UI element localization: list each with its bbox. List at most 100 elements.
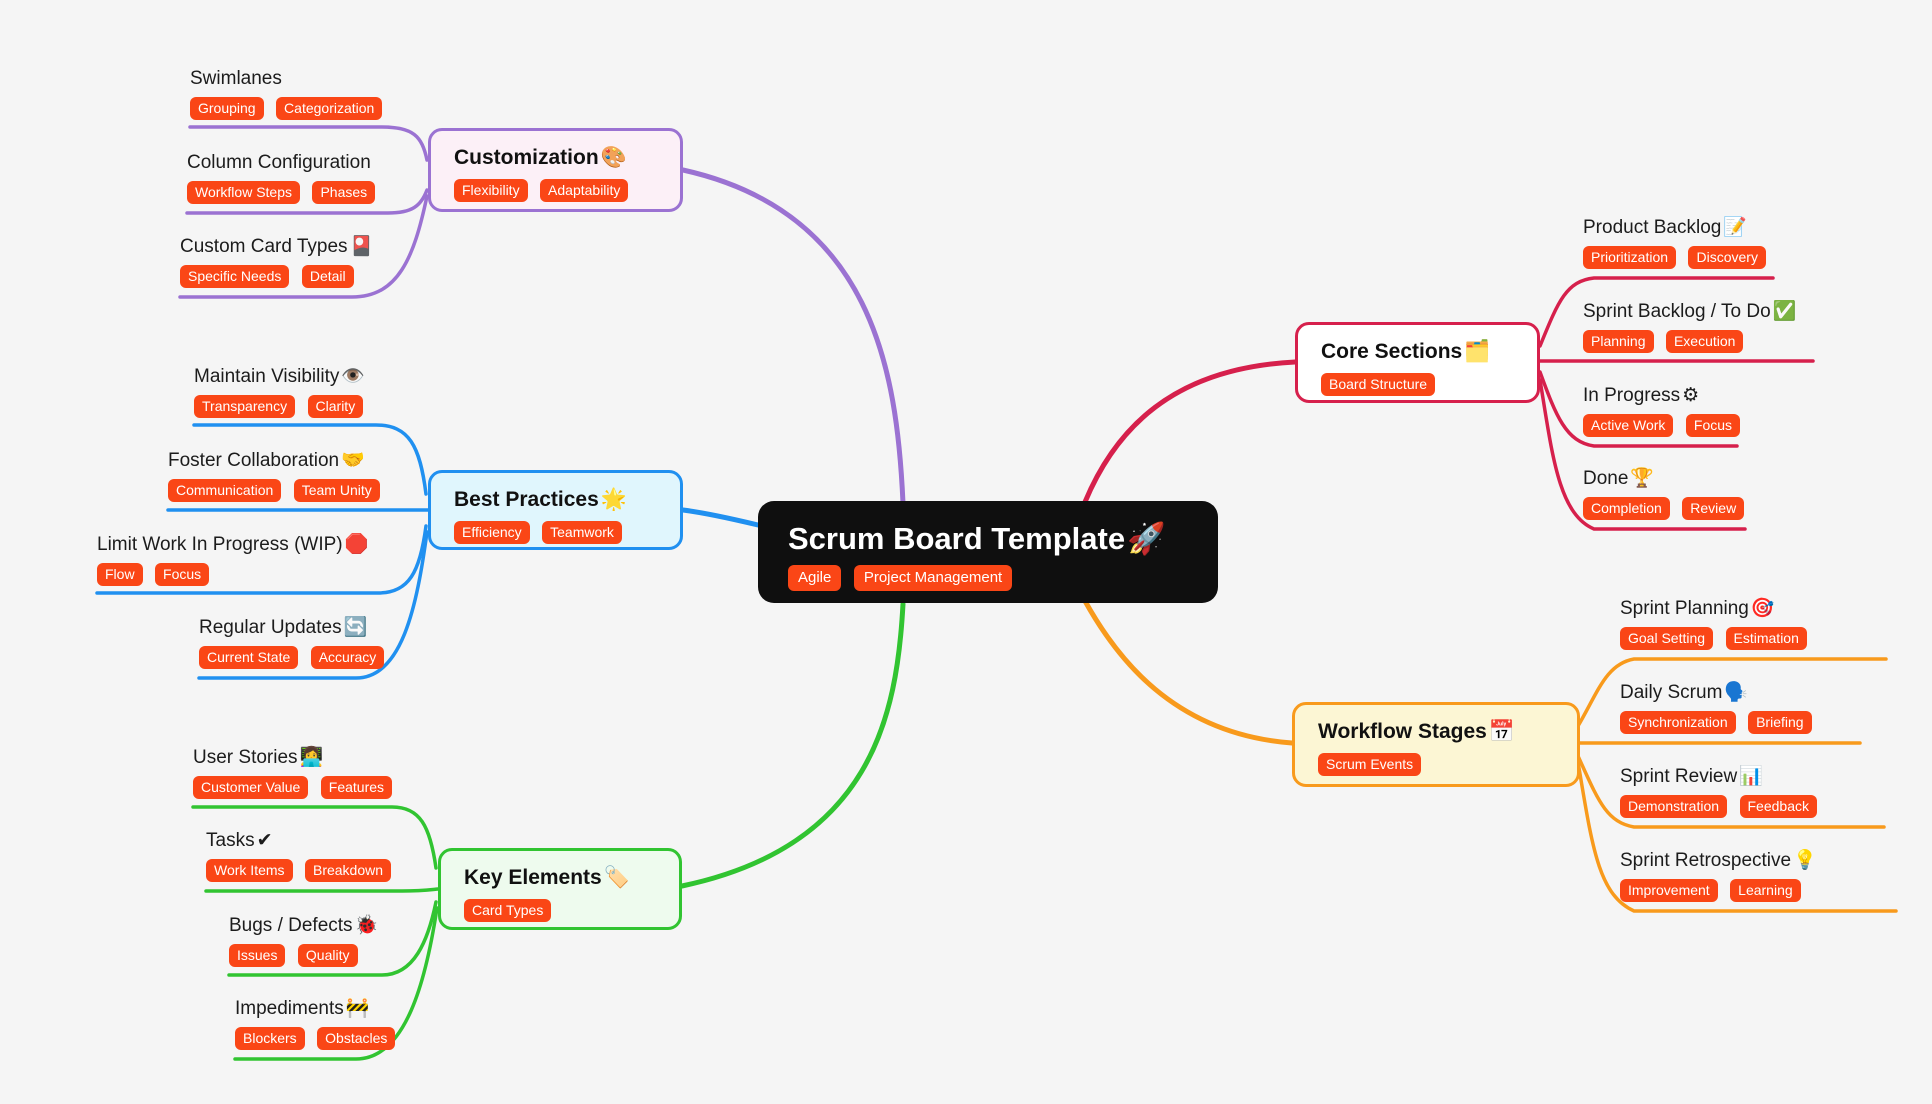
tag: Features (320, 776, 393, 799)
connector-root-customization (680, 167, 906, 506)
rocket-icon: 🚀 (1127, 521, 1166, 556)
child-node-done[interactable]: Done🏆 Completion Review (1583, 468, 1752, 520)
tag: Prioritization (1583, 246, 1677, 269)
tag: Phases (312, 181, 376, 204)
connector-tasks (204, 887, 440, 893)
root-title: Scrum Board Template🚀 (788, 521, 1166, 556)
branch-node-workflow-stages[interactable]: Workflow Stages📅 Scrum Events (1292, 702, 1580, 787)
child-node-in-progress[interactable]: In Progress⚙ Active Work Focus (1583, 385, 1748, 437)
connector-root-workflow-stages (1082, 598, 1295, 746)
gear-icon: ⚙ (1682, 385, 1700, 406)
child-label: Impediments (235, 998, 344, 1019)
tag: Goal Setting (1620, 627, 1714, 650)
bar-chart-icon: 📊 (1739, 766, 1763, 787)
tag-project-management: Project Management (853, 565, 1013, 591)
child-node-limit-wip[interactable]: Limit Work In Progress (WIP)🛑 Flow Focus (97, 534, 368, 586)
child-node-maintain-visibility[interactable]: Maintain Visibility👁️ Transparency Clari… (194, 366, 371, 418)
child-node-custom-card-types[interactable]: Custom Card Types🎴 Specific Needs Detail (180, 236, 373, 288)
card-index-icon: 🗂️ (1464, 340, 1491, 363)
child-label: Custom Card Types (180, 236, 348, 257)
tag: Quality (297, 944, 358, 967)
tag: Detail (301, 265, 354, 288)
tag: Completion (1583, 497, 1670, 520)
tag: Transparency (194, 395, 296, 418)
connector-root-best-practices (680, 507, 761, 528)
child-node-product-backlog[interactable]: Product Backlog📝 Prioritization Discover… (1583, 217, 1774, 269)
connector-root-core-sections (1082, 359, 1298, 505)
child-node-swimlanes[interactable]: Swimlanes Grouping Categorization (190, 68, 390, 120)
checkmark-icon: ✔ (256, 830, 273, 851)
branch-node-customization[interactable]: Customization🎨 Flexibility Adaptability (428, 128, 683, 212)
child-node-column-configuration[interactable]: Column Configuration Workflow Steps Phas… (187, 152, 383, 204)
child-label: In Progress (1583, 385, 1681, 406)
root-node[interactable]: Scrum Board Template🚀 Agile Project Mana… (758, 501, 1218, 603)
tag: Work Items (206, 859, 293, 882)
tag: Current State (199, 646, 299, 669)
child-label: Regular Updates (199, 617, 342, 638)
child-node-tasks[interactable]: Tasks✔ Work Items Breakdown (206, 830, 399, 882)
construction-icon: 🚧 (345, 998, 370, 1019)
branch-node-core-sections[interactable]: Core Sections🗂️ Board Structure (1295, 322, 1540, 403)
palette-icon: 🎨 (600, 146, 627, 169)
branch-node-key-elements[interactable]: Key Elements🏷️ Card Types (438, 848, 682, 930)
child-node-foster-collaboration[interactable]: Foster Collaboration🤝 Communication Team… (168, 450, 388, 502)
child-node-regular-updates[interactable]: Regular Updates🔄 Current State Accuracy (199, 617, 392, 669)
technologist-icon: 👩‍💻 (299, 747, 324, 768)
child-label: Daily Scrum (1620, 682, 1723, 703)
tag: Scrum Events (1318, 753, 1422, 776)
tag: Clarity (307, 395, 364, 418)
refresh-icon: 🔄 (343, 617, 368, 638)
tag: Issues (229, 944, 286, 967)
child-node-daily-scrum[interactable]: Daily Scrum🗣️ Synchronization Briefing (1620, 682, 1820, 734)
tag: Flow (97, 563, 143, 586)
tag: Focus (155, 563, 210, 586)
child-label: Swimlanes (190, 68, 282, 89)
tag: Customer Value (193, 776, 309, 799)
tag: Adaptability (540, 179, 629, 202)
root-tags: Agile Project Management (788, 565, 1188, 591)
branch-title: Key Elements🏷️ (464, 866, 630, 889)
tag: Flexibility (454, 179, 528, 202)
tag: Learning (1730, 879, 1801, 902)
tag: Review (1682, 497, 1745, 520)
tag: Obstacles (317, 1027, 396, 1050)
tag: Specific Needs (180, 265, 290, 288)
branch-node-best-practices[interactable]: Best Practices🌟 Efficiency Teamwork (428, 470, 683, 550)
child-label: Sprint Review (1620, 766, 1738, 787)
tag: Active Work (1583, 414, 1674, 437)
child-node-sprint-planning[interactable]: Sprint Planning🎯 Goal Setting Estimation (1620, 598, 1815, 650)
ladybug-icon: 🐞 (354, 915, 379, 936)
tag: Card Types (464, 899, 552, 922)
child-label: Sprint Backlog / To Do (1583, 301, 1771, 322)
tag: Improvement (1620, 879, 1718, 902)
child-node-sprint-backlog[interactable]: Sprint Backlog / To Do✅ Planning Executi… (1583, 301, 1796, 353)
tag: Workflow Steps (187, 181, 300, 204)
child-label: Column Configuration (187, 152, 371, 173)
target-icon: 🎯 (1750, 598, 1775, 619)
branch-title: Workflow Stages📅 (1318, 720, 1515, 743)
branch-title: Core Sections🗂️ (1321, 340, 1491, 363)
child-node-sprint-retrospective[interactable]: Sprint Retrospective💡 Improvement Learni… (1620, 850, 1817, 902)
label-icon: 🏷️ (603, 866, 630, 889)
child-label: Bugs / Defects (229, 915, 353, 936)
child-label: Sprint Planning (1620, 598, 1749, 619)
child-node-bugs-defects[interactable]: Bugs / Defects🐞 Issues Quality (229, 915, 378, 967)
tag: Breakdown (304, 859, 392, 882)
child-node-user-stories[interactable]: User Stories👩‍💻 Customer Value Features (193, 747, 400, 799)
child-label: Limit Work In Progress (WIP) (97, 534, 343, 555)
tag: Focus (1685, 414, 1741, 437)
child-node-sprint-review[interactable]: Sprint Review📊 Demonstration Feedback (1620, 766, 1825, 818)
branch-title: Best Practices🌟 (454, 488, 627, 511)
star-icon: 🌟 (600, 488, 627, 511)
child-node-impediments[interactable]: Impediments🚧 Blockers Obstacles (235, 998, 403, 1050)
trophy-icon: 🏆 (1630, 468, 1655, 489)
branch-title: Customization🎨 (454, 146, 627, 169)
child-label: Product Backlog (1583, 217, 1722, 238)
child-label: User Stories (193, 747, 298, 768)
child-label: Tasks (206, 830, 255, 851)
tag: Communication (168, 479, 282, 502)
tag: Blockers (235, 1027, 305, 1050)
tag: Demonstration (1620, 795, 1728, 818)
tag: Accuracy (310, 646, 385, 669)
playing-card-icon: 🎴 (349, 236, 374, 257)
